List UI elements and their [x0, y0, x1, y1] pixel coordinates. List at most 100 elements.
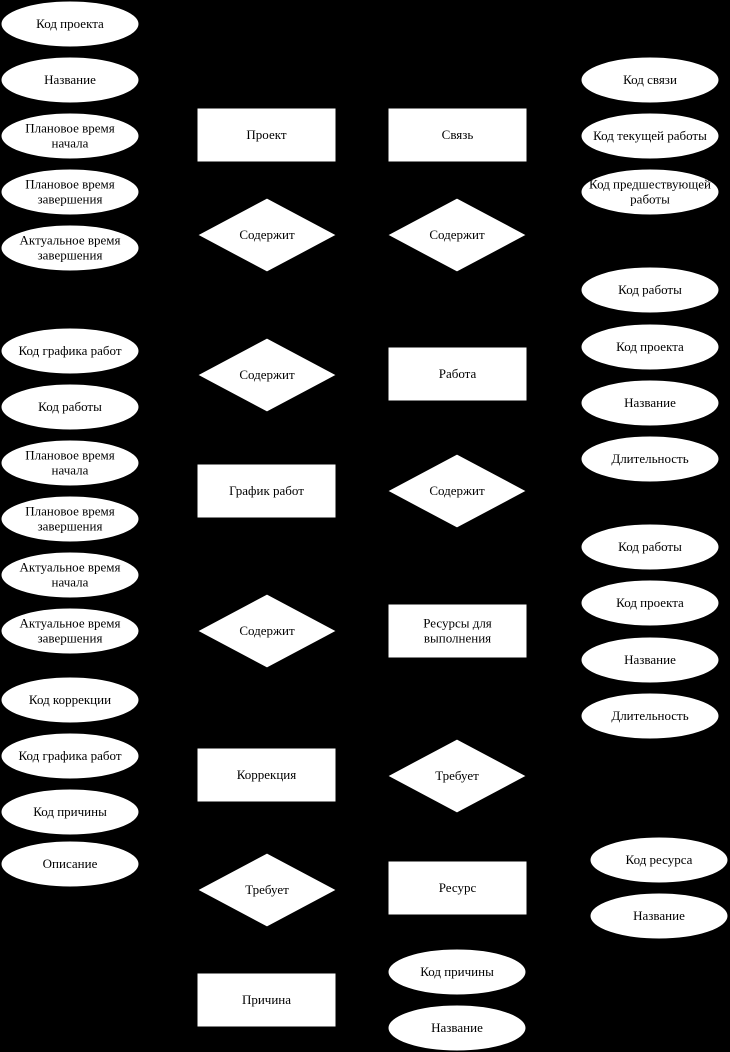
attr-schedule-2-label: Код работы [38, 399, 102, 414]
attr-work-1 [580, 266, 720, 314]
attr-reason-1-label: Код причины [420, 964, 494, 979]
attr-schedule-3-label-line-2: начала [52, 463, 89, 478]
attr-work-3 [580, 379, 720, 427]
relation-schedule-contains-label: Содержит [239, 367, 295, 382]
relation-project-contains [196, 197, 338, 273]
attr-link-1 [580, 56, 720, 104]
attr-schedule-3-label-line-1: Плановое время [25, 448, 114, 463]
attr-correction-2 [0, 732, 140, 780]
entity-schedule [196, 463, 337, 519]
entity-work [387, 346, 528, 402]
attr-resources-exec-4 [580, 692, 720, 740]
relation-requires-reason-label: Требует [245, 882, 289, 897]
attr-resources-exec-2 [580, 579, 720, 627]
attr-project-3-label-line-1: Плановое время [25, 121, 114, 136]
relation-link-contains [386, 197, 528, 273]
relation-work-contains-label: Содержит [429, 483, 485, 498]
entity-resources-exec-label-line-1: Ресурсы для [423, 616, 492, 631]
attr-resource-1 [589, 836, 729, 884]
relation-requires-resource [386, 738, 528, 814]
entity-resources-exec-label-line-2: выполнения [424, 631, 491, 646]
attr-link-3-label-line-2: работы [630, 192, 670, 207]
attr-project-5 [0, 224, 140, 272]
attr-correction-4-label: Описание [43, 856, 98, 871]
attr-resources-exec-4-label: Длительность [611, 708, 688, 723]
attr-schedule-4 [0, 495, 140, 543]
attr-project-5-label-line-2: завершения [38, 248, 103, 263]
attr-project-4-label-line-2: завершения [38, 192, 103, 207]
attr-correction-1 [0, 676, 140, 724]
attr-schedule-4-label-line-1: Плановое время [25, 504, 114, 519]
relation-project-contains-label: Содержит [239, 227, 295, 242]
attr-correction-3 [0, 788, 140, 836]
relation-link-contains-label: Содержит [429, 227, 485, 242]
attr-link-2-label: Код текущей работы [593, 128, 707, 143]
attr-link-1-label: Код связи [623, 72, 677, 87]
attr-reason-2-label: Название [431, 1020, 483, 1035]
entity-link [387, 107, 528, 163]
attr-schedule-6-label-line-2: завершения [38, 631, 103, 646]
relation-correction-contains [196, 593, 338, 669]
relation-correction-contains-label: Содержит [239, 623, 295, 638]
attr-correction-3-label: Код причины [33, 804, 107, 819]
entity-project-label: Проект [246, 127, 286, 142]
attr-link-3-label-line-1: Код предшествующей [589, 177, 711, 192]
attr-work-2-label: Код проекта [616, 339, 684, 354]
attr-work-4-label: Длительность [611, 451, 688, 466]
attr-work-2 [580, 323, 720, 371]
entity-correction [196, 747, 337, 803]
attr-work-1-label: Код работы [618, 282, 682, 297]
attr-resource-2 [589, 892, 729, 940]
entity-resource-label: Ресурс [439, 880, 477, 895]
entity-resources-exec [387, 603, 528, 659]
attr-resources-exec-1-label: Код работы [618, 539, 682, 554]
attr-schedule-4-label-line-2: завершения [38, 519, 103, 534]
attr-project-3-label-line-2: начала [52, 136, 89, 151]
attr-correction-2-label: Код графика работ [18, 748, 121, 763]
attr-resources-exec-1 [580, 523, 720, 571]
relation-requires-reason [196, 852, 338, 928]
relation-requires-resource-label: Требует [435, 768, 479, 783]
attr-schedule-5-label-line-1: Актуальное время [20, 560, 121, 575]
attr-resource-1-label: Код ресурса [626, 852, 693, 867]
entity-resource [387, 860, 528, 916]
attr-project-4 [0, 168, 140, 216]
attr-correction-1-label: Код коррекции [29, 692, 111, 707]
entity-link-label: Связь [442, 127, 474, 142]
attr-resource-2-label: Название [633, 908, 685, 923]
attr-project-1 [0, 0, 140, 48]
entity-project [196, 107, 337, 163]
attr-resources-exec-3-label: Название [624, 652, 676, 667]
entity-reason-label: Причина [242, 992, 291, 1007]
attr-schedule-1-label: Код графика работ [18, 343, 121, 358]
attr-schedule-5-label-line-2: начала [52, 575, 89, 590]
attr-project-2 [0, 56, 140, 104]
entity-correction-label: Коррекция [237, 767, 297, 782]
attr-link-3 [580, 168, 720, 216]
attr-project-4-label-line-1: Плановое время [25, 177, 114, 192]
relation-schedule-contains [196, 337, 338, 413]
attr-schedule-1 [0, 327, 140, 375]
attr-work-4 [580, 435, 720, 483]
attr-schedule-5 [0, 551, 140, 599]
entity-work-label: Работа [439, 366, 477, 381]
attr-schedule-3 [0, 439, 140, 487]
attr-reason-2 [387, 1004, 527, 1052]
entity-schedule-label: График работ [229, 483, 304, 498]
attr-work-3-label: Название [624, 395, 676, 410]
entity-reason [196, 972, 337, 1028]
attr-resources-exec-3 [580, 636, 720, 684]
attr-project-1-label: Код проекта [36, 16, 104, 31]
attr-correction-4 [0, 840, 140, 888]
attr-project-5-label-line-1: Актуальное время [20, 233, 121, 248]
attr-reason-1 [387, 948, 527, 996]
attr-project-3 [0, 112, 140, 160]
relation-work-contains [386, 453, 528, 529]
attr-schedule-2 [0, 383, 140, 431]
attr-project-2-label: Название [44, 72, 96, 87]
attr-schedule-6 [0, 607, 140, 655]
attr-resources-exec-2-label: Код проекта [616, 595, 684, 610]
attr-schedule-6-label-line-1: Актуальное время [20, 616, 121, 631]
